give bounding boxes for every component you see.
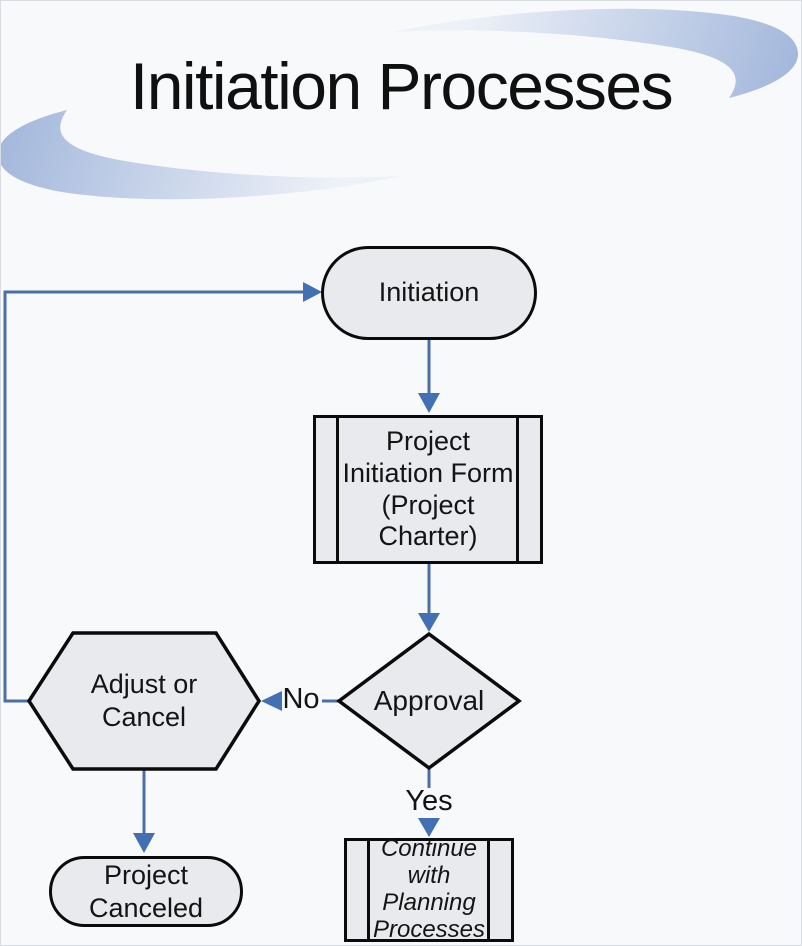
node-project-canceled-label: Project Canceled xyxy=(88,860,204,923)
hexagon-adjust-cancel-shape xyxy=(26,631,262,771)
predefined-process-side-bar xyxy=(336,418,339,561)
node-approval-label: Approval xyxy=(339,634,519,768)
approval-text: Approval xyxy=(373,684,485,716)
adjust-or-cancel-text: Adjust or Cancel xyxy=(90,669,198,732)
edge-label-no: No xyxy=(282,683,320,715)
connector-feedback-to-initiation xyxy=(3,290,303,703)
node-project-initiation-form-label: Project Initiation Form (Project Charter… xyxy=(342,425,514,552)
arrowhead-into-approval xyxy=(418,613,440,632)
predefined-process-side-bar xyxy=(367,841,370,939)
predefined-process-side-bar xyxy=(516,418,519,561)
arrowhead-into-initiation xyxy=(303,282,322,302)
predefined-process-side-bar xyxy=(487,841,490,939)
node-project-canceled: Project Canceled xyxy=(49,856,243,927)
node-project-initiation-form: Project Initiation Form (Project Charter… xyxy=(313,415,543,564)
node-continue-planning: Continue with Planning Processes xyxy=(344,835,514,943)
decision-approval-shape xyxy=(336,631,522,771)
node-continue-planning-label: Continue with Planning Processes xyxy=(372,835,486,943)
connector-lines xyxy=(3,290,431,834)
arrowheads xyxy=(133,282,440,853)
arrowhead-into-form xyxy=(418,393,440,413)
swoosh-decoration-bottom-left xyxy=(1,110,402,200)
node-initiation: Initiation xyxy=(321,246,537,340)
page-title: Initiation Processes xyxy=(129,49,674,123)
node-initiation-label: Initiation xyxy=(378,277,480,308)
arrowhead-into-canceled xyxy=(133,833,155,853)
arrowhead-into-hexagon xyxy=(261,691,282,711)
node-adjust-or-cancel-label: Adjust or Cancel xyxy=(29,633,259,769)
edge-label-yes: Yes xyxy=(405,785,453,817)
arrowhead-into-continue xyxy=(418,818,440,837)
